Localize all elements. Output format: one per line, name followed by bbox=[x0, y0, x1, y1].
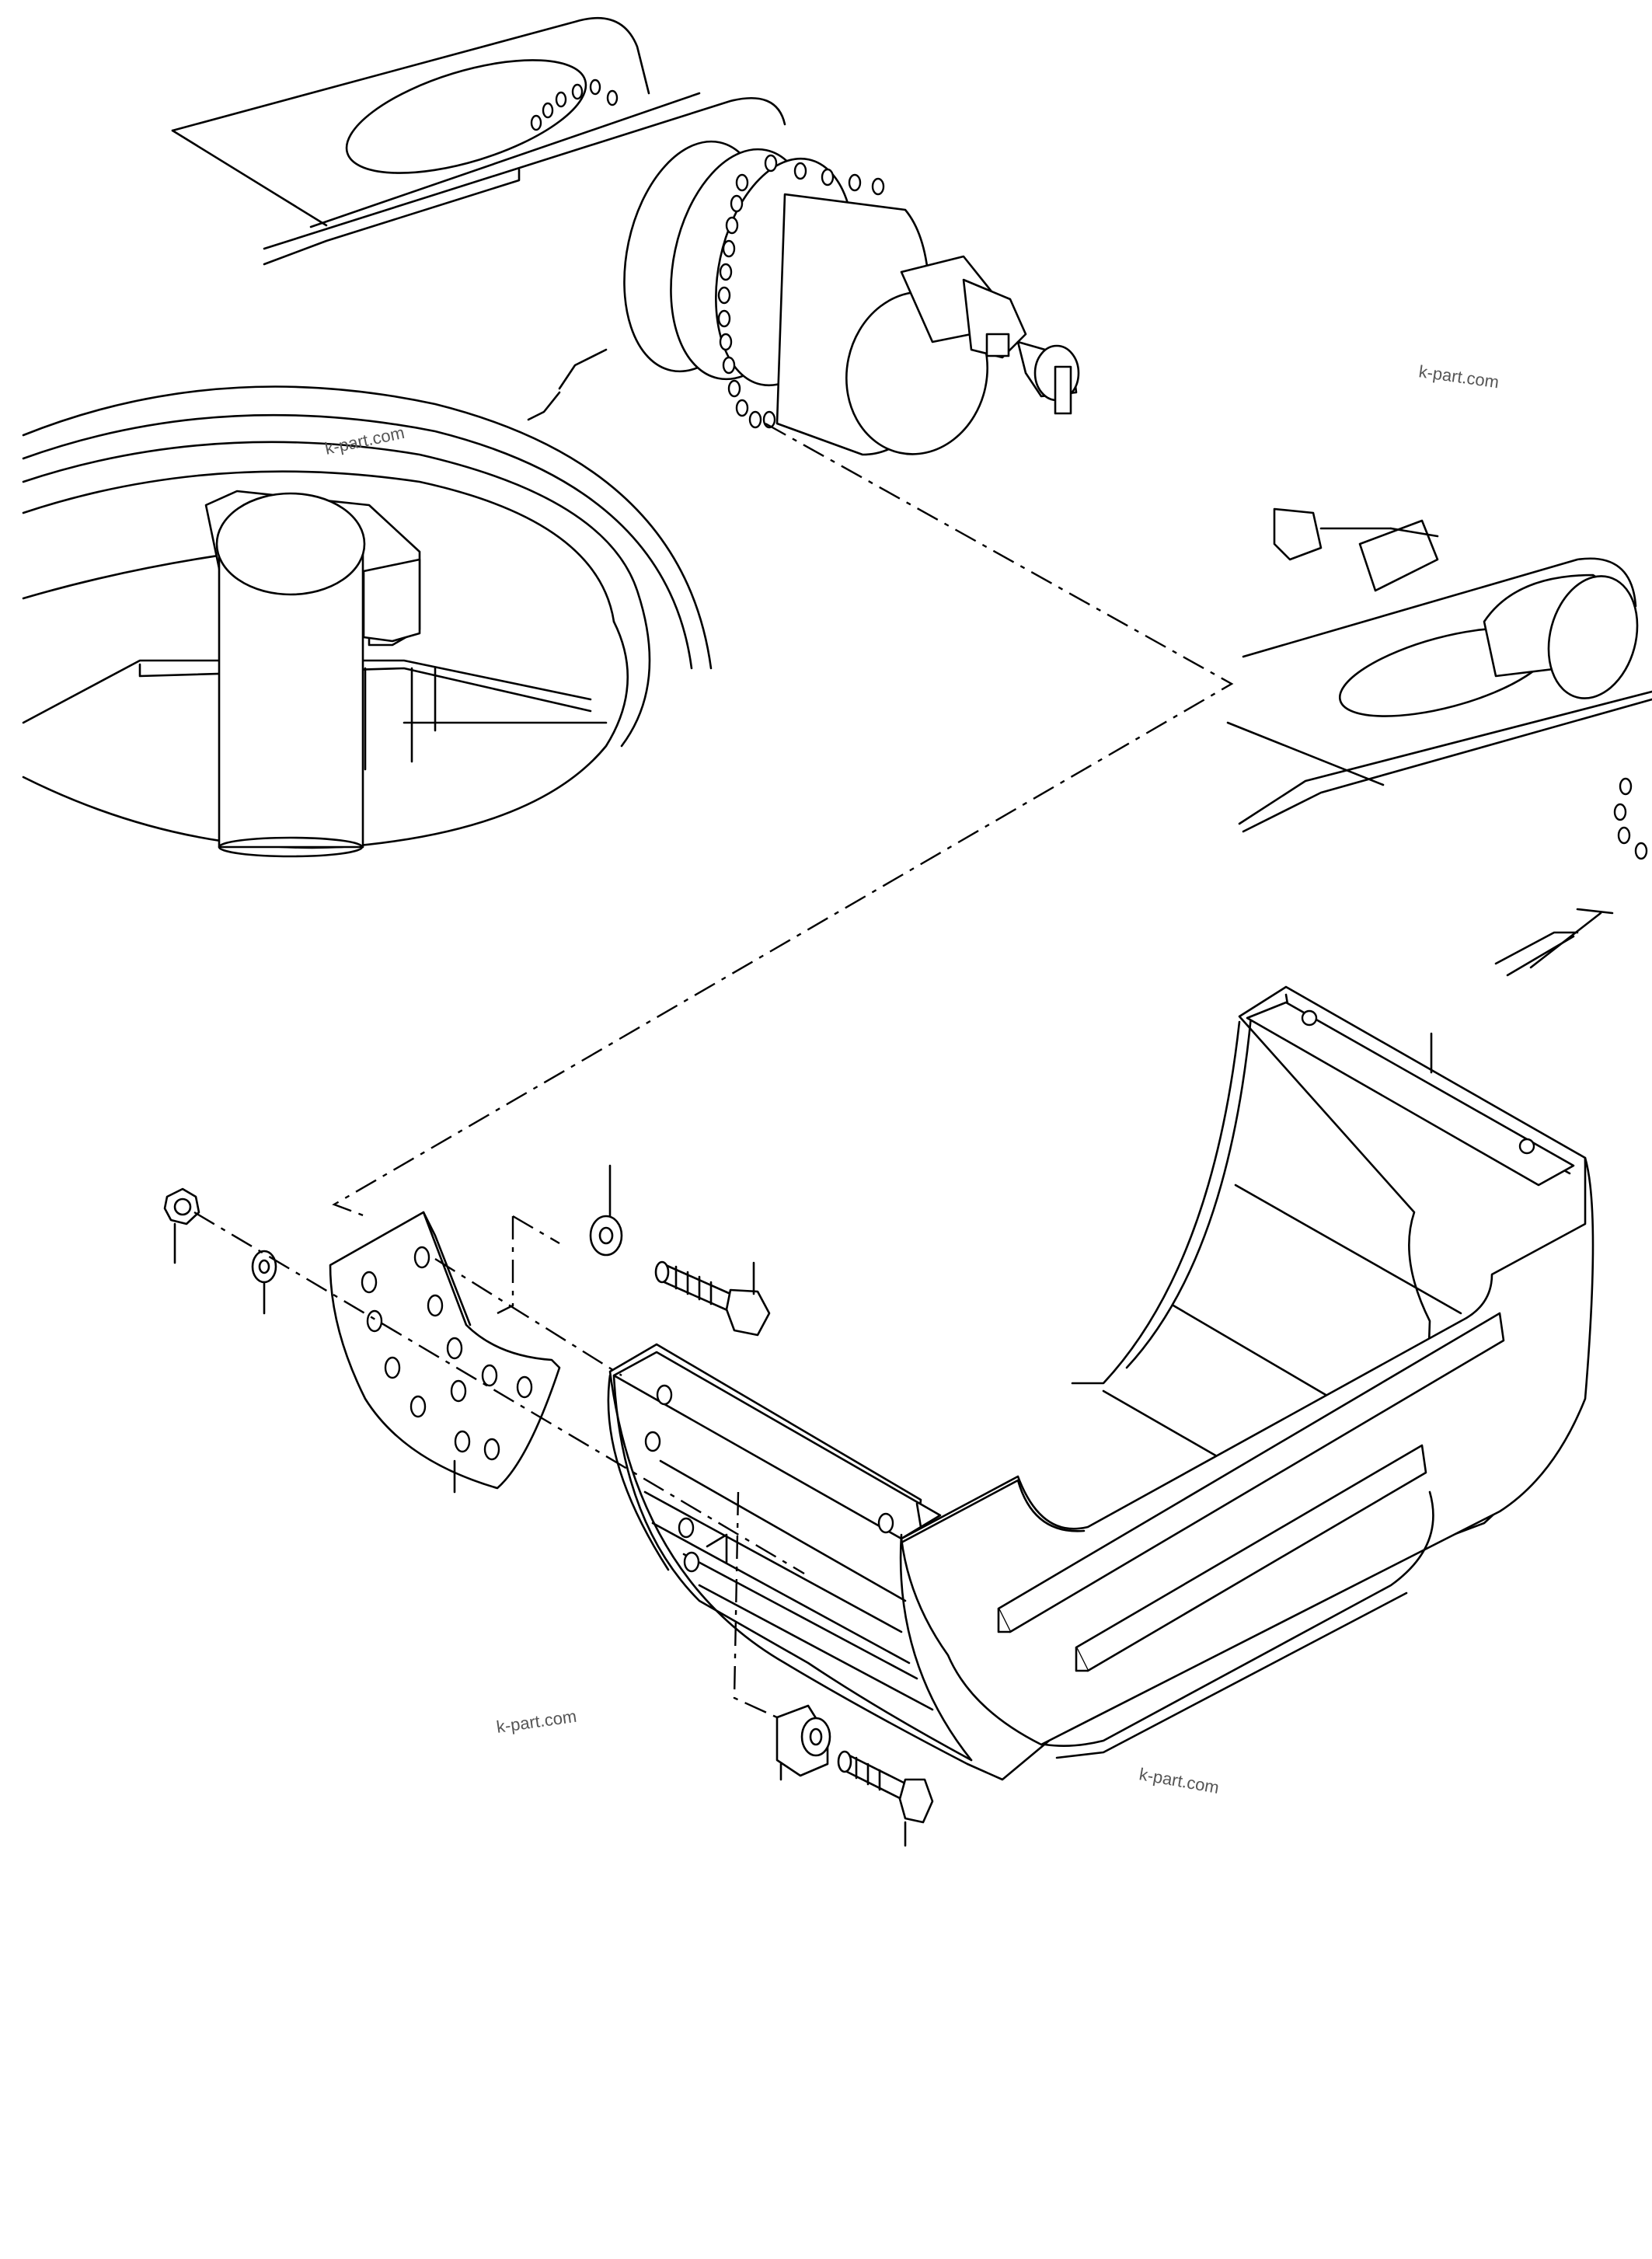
lock-washer bbox=[589, 1164, 623, 1257]
gear-ring-holes bbox=[717, 154, 885, 429]
cradle-bracket bbox=[607, 985, 1594, 1781]
leader-ticks bbox=[453, 1032, 1433, 1494]
segment-plate bbox=[329, 1211, 561, 1490]
watermark-bottom-right: k-part.com bbox=[1138, 1764, 1221, 1797]
turntable-wheel bbox=[22, 385, 713, 858]
watermark-bottom-left: k-part.com bbox=[495, 1706, 577, 1737]
upper-frame-arm bbox=[171, 16, 786, 266]
watermark-top-left: k-part.com bbox=[323, 423, 406, 458]
flat-washer bbox=[251, 1250, 277, 1315]
slewing-drive-motor bbox=[527, 140, 1080, 456]
watermark-top-right: k-part.com bbox=[1417, 361, 1500, 392]
spacer-collar bbox=[775, 1704, 831, 1781]
hex-bolt-upper bbox=[654, 1260, 771, 1337]
assembly-center-lines bbox=[193, 422, 1234, 1719]
right-frame-arm bbox=[1226, 507, 1652, 977]
hex-nut bbox=[163, 1187, 200, 1264]
hex-bolt-lower bbox=[837, 1750, 934, 1847]
